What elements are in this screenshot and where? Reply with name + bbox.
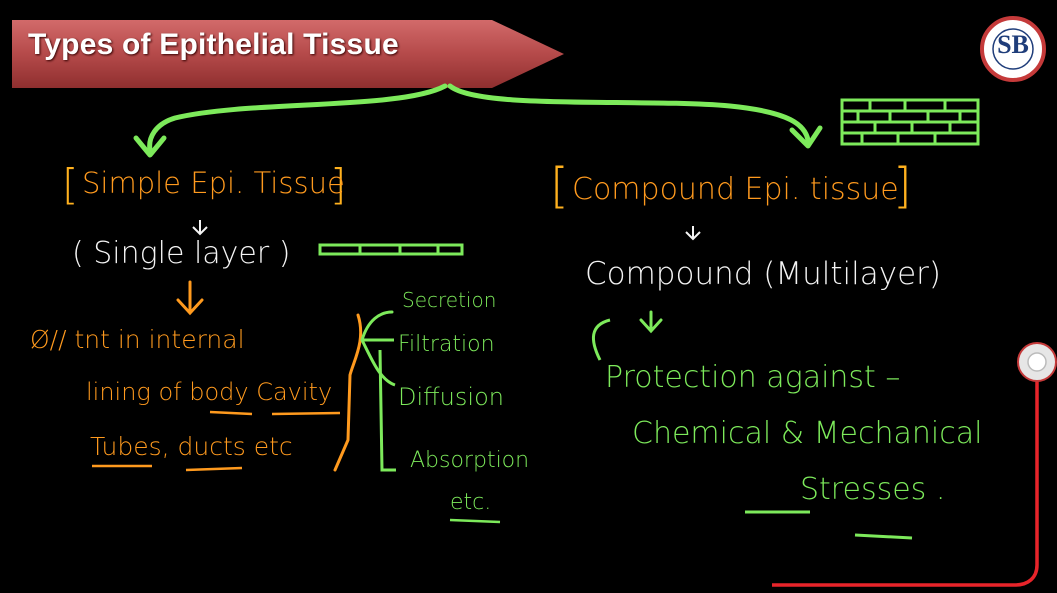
function-secretion: Secretion — [402, 288, 497, 312]
title-banner — [12, 20, 564, 88]
occurrence-line-1: Ø// tnt in internal — [30, 325, 245, 354]
compound-tissue-heading: Compound Epi. tissue — [572, 172, 899, 207]
logo-monogram: SB — [997, 30, 1029, 59]
pointer-cable — [772, 372, 1039, 587]
sankalp-bharat-logo-icon — [980, 16, 1046, 82]
simple-tissue-heading: Simple Epi. Tissue — [82, 166, 345, 200]
multilayer-label: Compound (Multilayer) — [585, 256, 942, 292]
function-absorption: Absorption — [410, 448, 530, 473]
protection-line-2: Chemical & Mechanical — [632, 416, 983, 451]
function-filtration: Filtration — [398, 332, 495, 357]
bracket-open-left: [ — [62, 160, 79, 209]
protection-line-3: Stresses . — [800, 472, 946, 507]
branch-arrow-right — [447, 83, 811, 143]
single-layer-cells-icon — [318, 243, 464, 256]
function-diffusion: Diffusion — [398, 383, 504, 411]
function-etc: etc. — [450, 490, 492, 515]
bracket-close-right: ] — [893, 158, 912, 214]
page-title: Types of Epithelial Tissue — [28, 28, 399, 61]
bracket-close-left: ] — [330, 160, 347, 209]
branch-arrow-left — [147, 83, 448, 153]
single-layer-label: ( Single layer ) — [72, 236, 291, 271]
occurrence-line-2: lining of body Cavity — [86, 378, 333, 406]
bracket-open-right: [ — [550, 158, 569, 214]
protection-line-1: Protection against – — [605, 360, 901, 395]
multilayer-cells-icon — [840, 98, 980, 146]
occurrence-line-3: Tubes, ducts etc — [90, 432, 293, 461]
